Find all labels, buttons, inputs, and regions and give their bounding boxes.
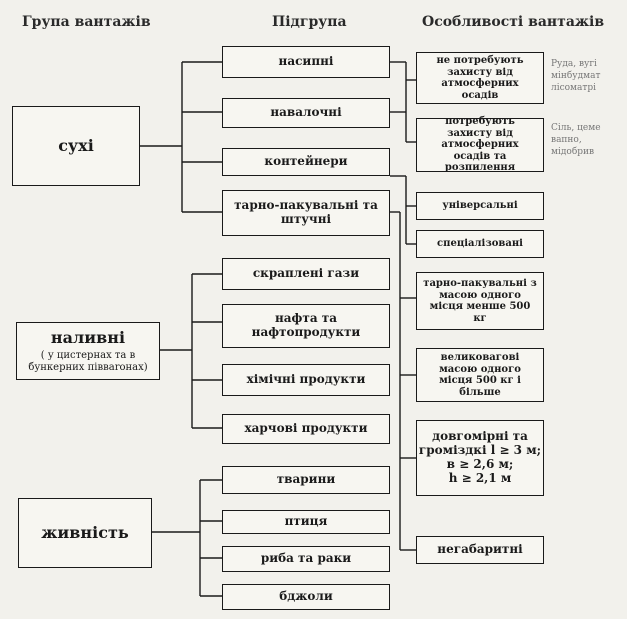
subgroup-chemicals: хімічні продукти bbox=[222, 364, 390, 396]
side-note-2-line2: вапно, bbox=[551, 135, 582, 146]
feature-long-line1: довгомірні та bbox=[432, 429, 528, 444]
subgroup-bulk: насипні bbox=[222, 46, 390, 78]
subgroup-liquefied-gas: скраплені гази bbox=[222, 258, 390, 290]
feature-no-protection: не потребують захисту від атмосферних ос… bbox=[416, 52, 544, 104]
subgroup-poultry: птиця bbox=[222, 510, 390, 534]
group-liquid: наливні ( у цистернах та в бункерних пів… bbox=[16, 322, 160, 380]
side-note-1-line3: лісоматрі bbox=[551, 83, 597, 94]
group-livestock: живність bbox=[18, 498, 152, 568]
side-note-2-line1: Сіль, цеме bbox=[551, 123, 601, 133]
subgroup-oil: нафта та нафтопродукти bbox=[222, 304, 390, 348]
header-subgroup: Підгрупа bbox=[272, 14, 347, 30]
subgroup-lump: навалочні bbox=[222, 98, 390, 128]
feature-long-line4: h ≥ 2,1 м bbox=[448, 470, 512, 485]
subgroup-fish: риба та раки bbox=[222, 546, 390, 572]
feature-oversized: негабаритні bbox=[416, 536, 544, 564]
group-liquid-note: ( у цистернах та в бункерних півваrонах) bbox=[28, 350, 148, 373]
feature-long-line2: громіздкі l ≥ 3 м; bbox=[418, 443, 542, 458]
side-note-1: Руда, вугі мінбудмат лісоматрі bbox=[551, 58, 627, 94]
feature-specialized: спеціалізовані bbox=[416, 230, 544, 258]
side-note-2: Сіль, цеме вапно, мідобрив bbox=[551, 122, 627, 158]
header-group: Група вантажів bbox=[22, 14, 151, 30]
subgroup-packaged: тарно-пакувальні та штучні bbox=[222, 190, 390, 236]
subgroup-food: харчові продукти bbox=[222, 414, 390, 444]
group-dry-label: сухі bbox=[58, 135, 94, 155]
group-livestock-label: живність bbox=[41, 522, 129, 542]
group-liquid-label: наливні bbox=[50, 327, 126, 347]
header-features: Особливості вантажів bbox=[422, 14, 605, 30]
subgroup-containers: контейнери bbox=[222, 148, 390, 176]
side-note-1-line1: Руда, вугі bbox=[551, 59, 597, 69]
subgroup-bees: бджоли bbox=[222, 584, 390, 610]
side-note-2-line3: мідобрив bbox=[551, 147, 595, 158]
feature-protection: потребують захисту від атмосферних осаді… bbox=[416, 116, 544, 173]
feature-packaged-light: тарно-пакувальні з масою одного місця ме… bbox=[416, 272, 544, 330]
group-dry: сухі bbox=[12, 106, 140, 186]
feature-heavy: великовагові масою одного місця 500 кг і… bbox=[416, 348, 544, 402]
feature-long-line3: в ≥ 2,6 м; bbox=[446, 457, 514, 471]
subgroup-animals: тварини bbox=[222, 466, 390, 494]
feature-long-oversize: довгомірні та громіздкі l ≥ 3 м; в ≥ 2,6… bbox=[416, 420, 544, 496]
feature-universal: універсальні bbox=[416, 192, 544, 220]
side-note-1-line2: мінбудмат bbox=[551, 71, 601, 82]
